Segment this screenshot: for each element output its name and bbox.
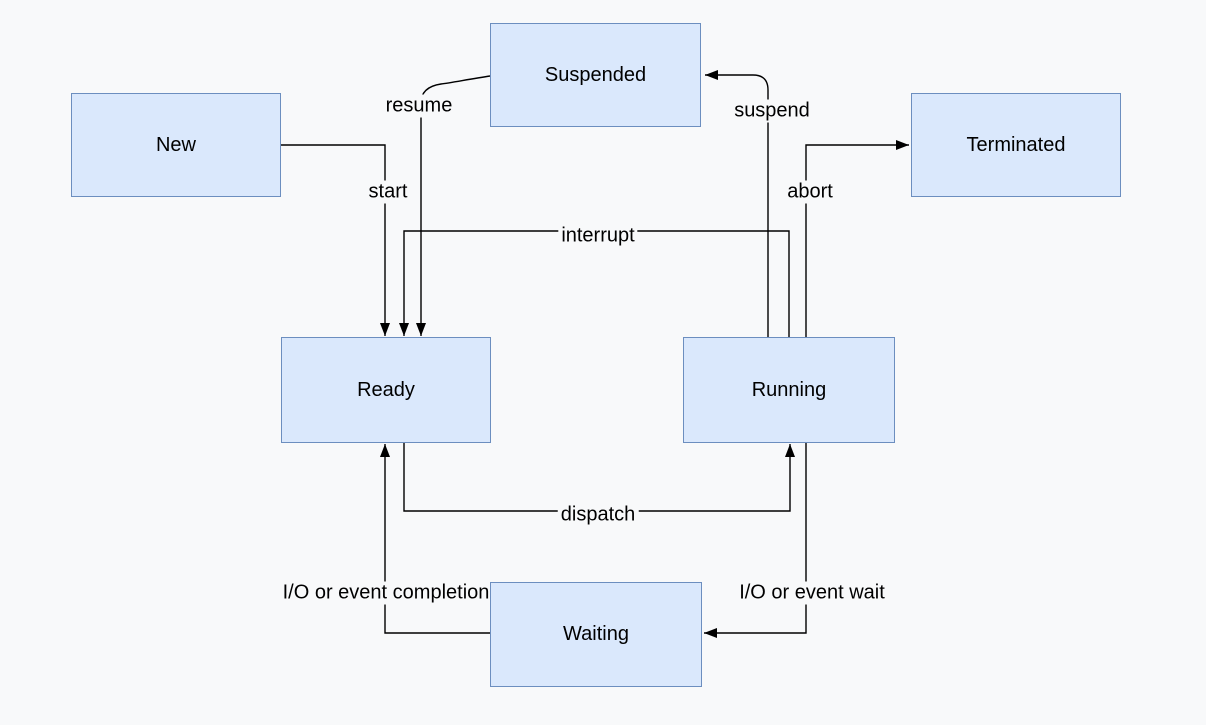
edge-suspend-arrow	[705, 70, 769, 337]
edge-label-resume: resume	[382, 94, 456, 118]
node-new: New	[71, 93, 281, 197]
edge-label-start: start	[365, 180, 411, 204]
node-ready-label: Ready	[357, 378, 415, 401]
node-new-label: New	[155, 133, 196, 156]
node-waiting: Waiting	[490, 582, 702, 687]
node-terminated: Terminated	[911, 93, 1121, 197]
edge-label-interrupt: interrupt	[558, 224, 638, 248]
edge-label-dispatch: dispatch	[557, 503, 639, 527]
edge-abort-arrow	[805, 140, 909, 337]
edge-io-wait-arrow	[704, 443, 807, 638]
node-ready: Ready	[281, 337, 491, 443]
node-running: Running	[683, 337, 895, 443]
edge-dispatch-arrow	[403, 443, 795, 512]
edge-label-io-wait: I/O or event wait	[736, 581, 888, 605]
edge-label-suspend: suspend	[731, 99, 813, 123]
node-running-label: Running	[751, 378, 827, 401]
edge-label-io-completion: I/O or event completion	[279, 581, 493, 605]
node-waiting-label: Waiting	[563, 623, 629, 645]
edge-label-abort: abort	[784, 180, 836, 204]
edge-start-arrow	[281, 144, 390, 336]
node-suspended-label: Suspended	[544, 63, 647, 86]
node-suspended: Suspended	[490, 23, 701, 127]
node-terminated-label: Terminated	[966, 133, 1066, 156]
edge-io-completion-arrow	[380, 444, 490, 634]
